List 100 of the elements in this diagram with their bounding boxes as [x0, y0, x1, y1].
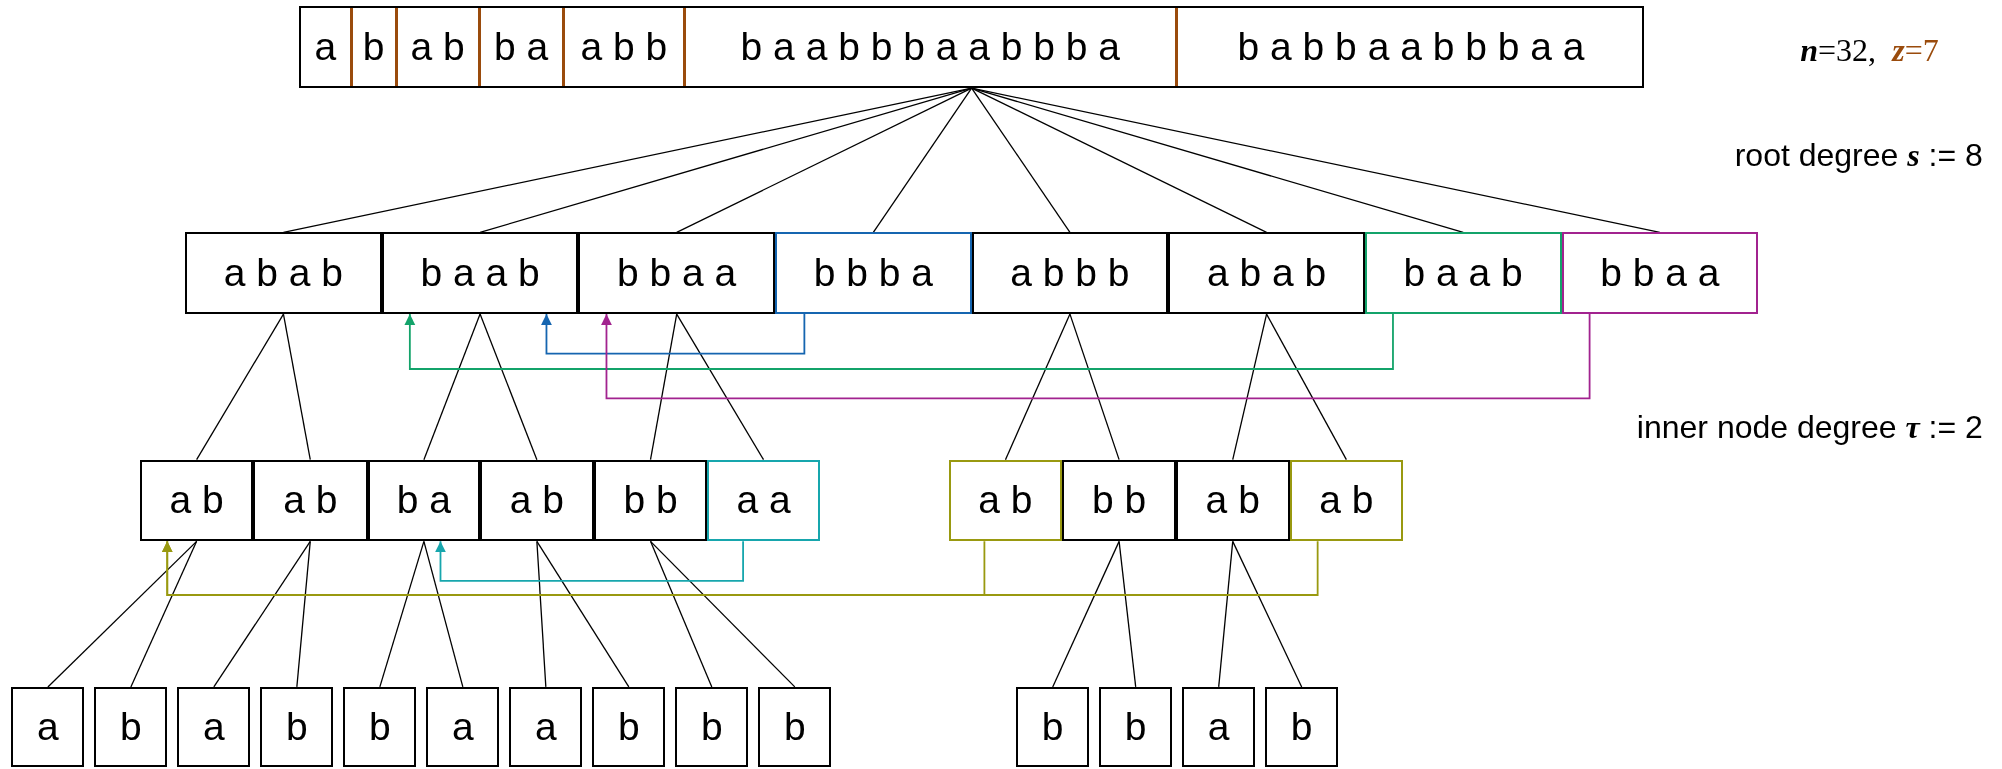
tree-node-box: [426, 686, 500, 768]
node-text: a: [1207, 705, 1230, 750]
tree-node-box: [675, 686, 749, 768]
tree-edge: [195, 313, 285, 461]
tree-edge: [423, 540, 464, 688]
tree-node-box: [1099, 686, 1173, 768]
node-text: a: [203, 705, 225, 750]
phrase-text: a: [313, 24, 338, 71]
node-text: a: [534, 705, 557, 750]
tree-node-box: [381, 232, 579, 315]
tree-node-box: [578, 232, 775, 315]
tree-edge: [1232, 540, 1303, 688]
node-text: b: [1124, 705, 1147, 750]
tree-node-box: [509, 686, 583, 768]
tree-node-box: [1561, 232, 1759, 315]
tree-edge: [282, 313, 311, 461]
node-text: b b: [1092, 478, 1147, 523]
phrase-text: a b b: [561, 8, 684, 87]
node-text: a b: [509, 478, 564, 523]
tree-node-box: [343, 686, 417, 768]
tree-edge: [872, 87, 973, 233]
tree-node-box: [367, 459, 481, 542]
node-text: a b: [169, 478, 224, 523]
tree-edge: [296, 540, 311, 688]
phrase-text: a b: [394, 8, 478, 87]
tree-edge: [971, 87, 1268, 233]
tree-edge: [1218, 540, 1234, 688]
phrase-text: b a a b b b a a b b b a: [683, 8, 1175, 87]
node-text: b: [369, 705, 391, 750]
node-text: a: [451, 705, 474, 750]
node-text: a b a b: [1206, 251, 1327, 296]
node-text: b a: [396, 478, 451, 523]
tree-node-box: [1289, 459, 1404, 542]
node-text: a: [37, 705, 59, 750]
tree-edge: [1232, 313, 1268, 461]
tree-node-box: [140, 459, 253, 542]
tree-node-box: [592, 686, 666, 768]
tree-node-box: [480, 459, 594, 542]
node-text: b: [700, 705, 723, 750]
tree-node-box: [1175, 459, 1290, 542]
string-box: [298, 6, 1645, 89]
tree-node-box: [775, 232, 972, 315]
node-text: b b a a: [617, 251, 737, 296]
phrase-text: b a b b a a b b b a a: [1174, 8, 1645, 87]
tree-edge: [971, 87, 1464, 233]
node-text: a b: [1205, 478, 1260, 523]
tree-edge: [130, 540, 198, 688]
node-text: a b a b: [223, 251, 344, 296]
tree-node-box: [177, 686, 251, 768]
tree-edge: [47, 540, 198, 688]
node-text: b: [783, 705, 806, 750]
tree-edge: [649, 313, 678, 461]
annotation-text: root degree s := 8: [1734, 136, 1983, 174]
annotation-text: z=7: [1892, 32, 1939, 70]
pointer-arrow: [541, 313, 806, 355]
phrase-text: b: [349, 8, 395, 87]
node-text: a b: [283, 478, 338, 523]
tree-node-box: [1182, 686, 1256, 768]
tree-edge: [1052, 540, 1120, 688]
node-text: b: [286, 705, 308, 750]
tree-node-box: [185, 232, 382, 315]
node-text: b b: [623, 478, 678, 523]
tree-edge: [676, 87, 973, 233]
tree-node-box: [260, 686, 334, 768]
pointer-arrow: [404, 313, 1394, 370]
tree-edge: [649, 540, 713, 688]
tree-edge: [479, 313, 538, 461]
tree-node-box: [252, 459, 368, 542]
tree-node-box: [971, 232, 1169, 315]
tree-node-box: [948, 459, 1063, 542]
tree-node-box: [758, 686, 832, 768]
node-text: b: [617, 705, 640, 750]
node-text: b: [1290, 705, 1313, 750]
node-text: a b: [1319, 478, 1374, 523]
tree-node-box: [1168, 232, 1365, 315]
tree-edge: [213, 540, 311, 688]
annotation-text: n=32,: [1800, 32, 1877, 70]
tree-node-box: [11, 686, 85, 768]
annotation-text: inner node degree τ := 2: [1636, 408, 1983, 446]
node-text: b: [1041, 705, 1064, 750]
tree-node-box: [1062, 459, 1176, 542]
tree-node-box: [593, 459, 708, 542]
tree-edge: [649, 540, 796, 688]
node-text: a b: [978, 478, 1033, 523]
tree-edge: [1004, 313, 1071, 461]
tree-node-box: [1016, 686, 1090, 768]
tree-edge: [423, 313, 481, 461]
node-text: b a a b: [420, 251, 540, 296]
tree-edge: [379, 540, 425, 688]
pointer-arrow: [435, 540, 744, 582]
phrase-text: b a: [477, 8, 562, 87]
tree-edge: [536, 540, 630, 688]
tree-edge: [536, 540, 547, 688]
node-text: b b a a: [1600, 251, 1720, 296]
node-text: b a a b: [1403, 251, 1523, 296]
tree-node-box: [707, 459, 820, 542]
tree-node-box: [1364, 232, 1562, 315]
tree-node-box: [1265, 686, 1339, 768]
tree-edge: [1069, 313, 1120, 461]
node-text: b: [120, 705, 142, 750]
